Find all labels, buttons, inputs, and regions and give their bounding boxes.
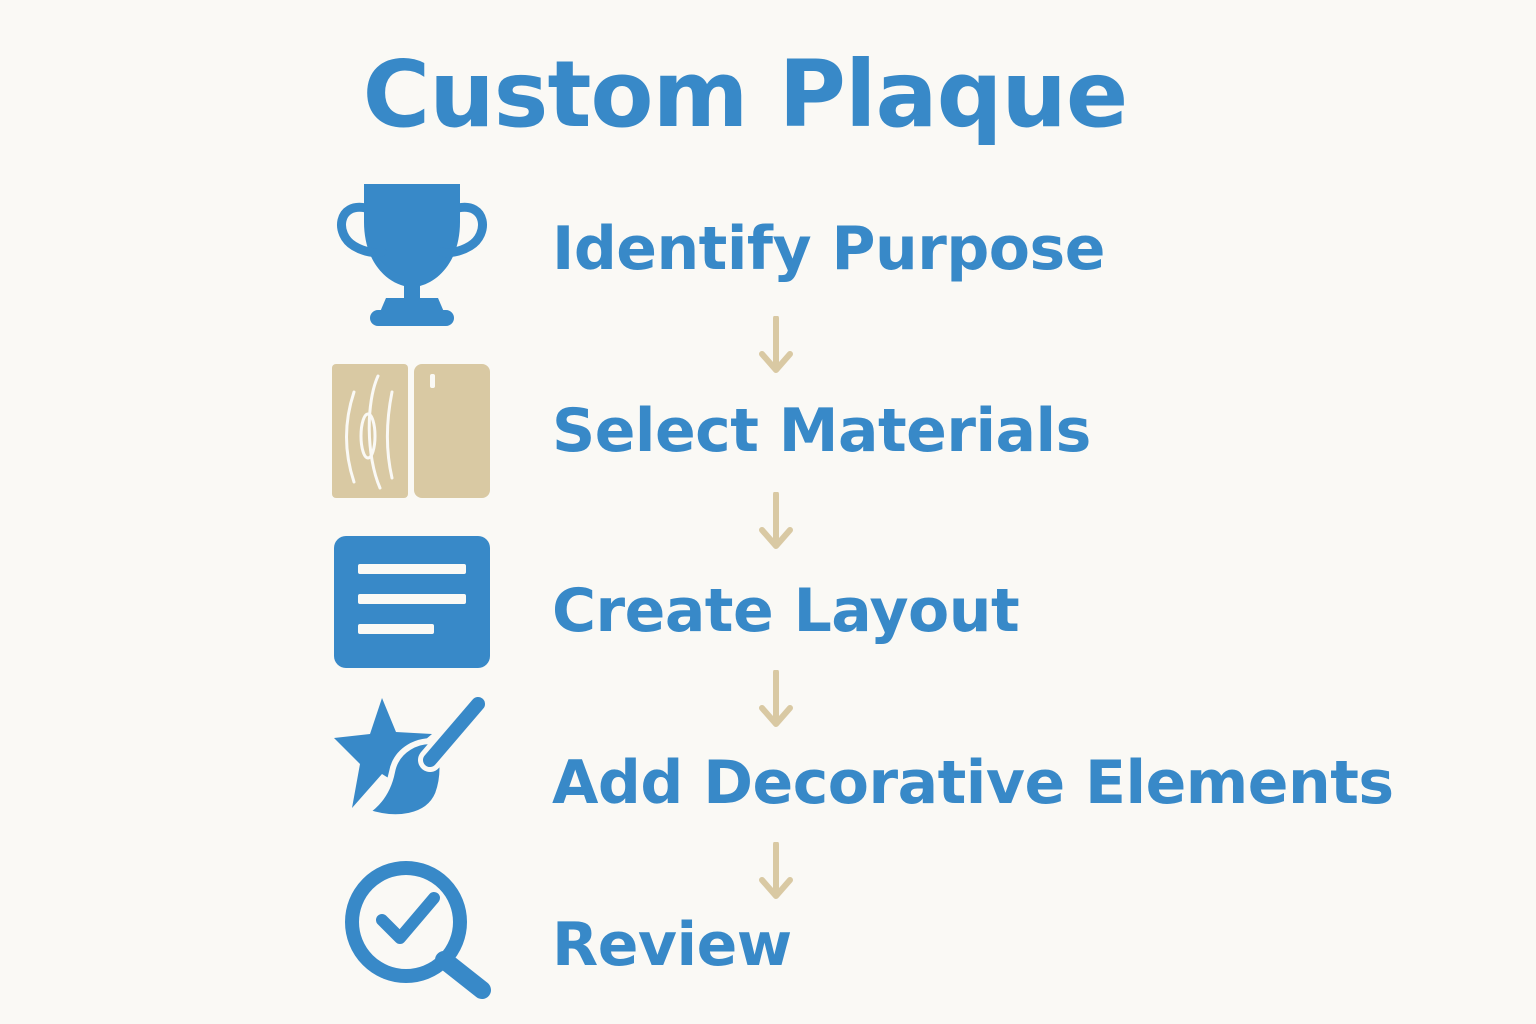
wood-panels-icon: [330, 362, 492, 500]
step-label-identify-purpose: Identify Purpose: [552, 214, 1105, 284]
magnifier-check-icon: [340, 858, 500, 1004]
layout-icon: [332, 534, 492, 670]
step-label-add-decorative-elements: Add Decorative Elements: [552, 748, 1394, 818]
step-label-create-layout: Create Layout: [552, 576, 1020, 646]
down-arrow-icon: [756, 841, 796, 902]
trophy-icon: [334, 182, 490, 328]
diagram-title: Custom Plaque: [362, 41, 1129, 148]
down-arrow-icon: [756, 491, 796, 552]
star-brush-icon: [332, 694, 494, 824]
step-label-select-materials: Select Materials: [552, 396, 1091, 466]
down-arrow-icon: [756, 669, 796, 730]
down-arrow-icon: [756, 315, 796, 376]
step-label-review: Review: [552, 910, 792, 980]
